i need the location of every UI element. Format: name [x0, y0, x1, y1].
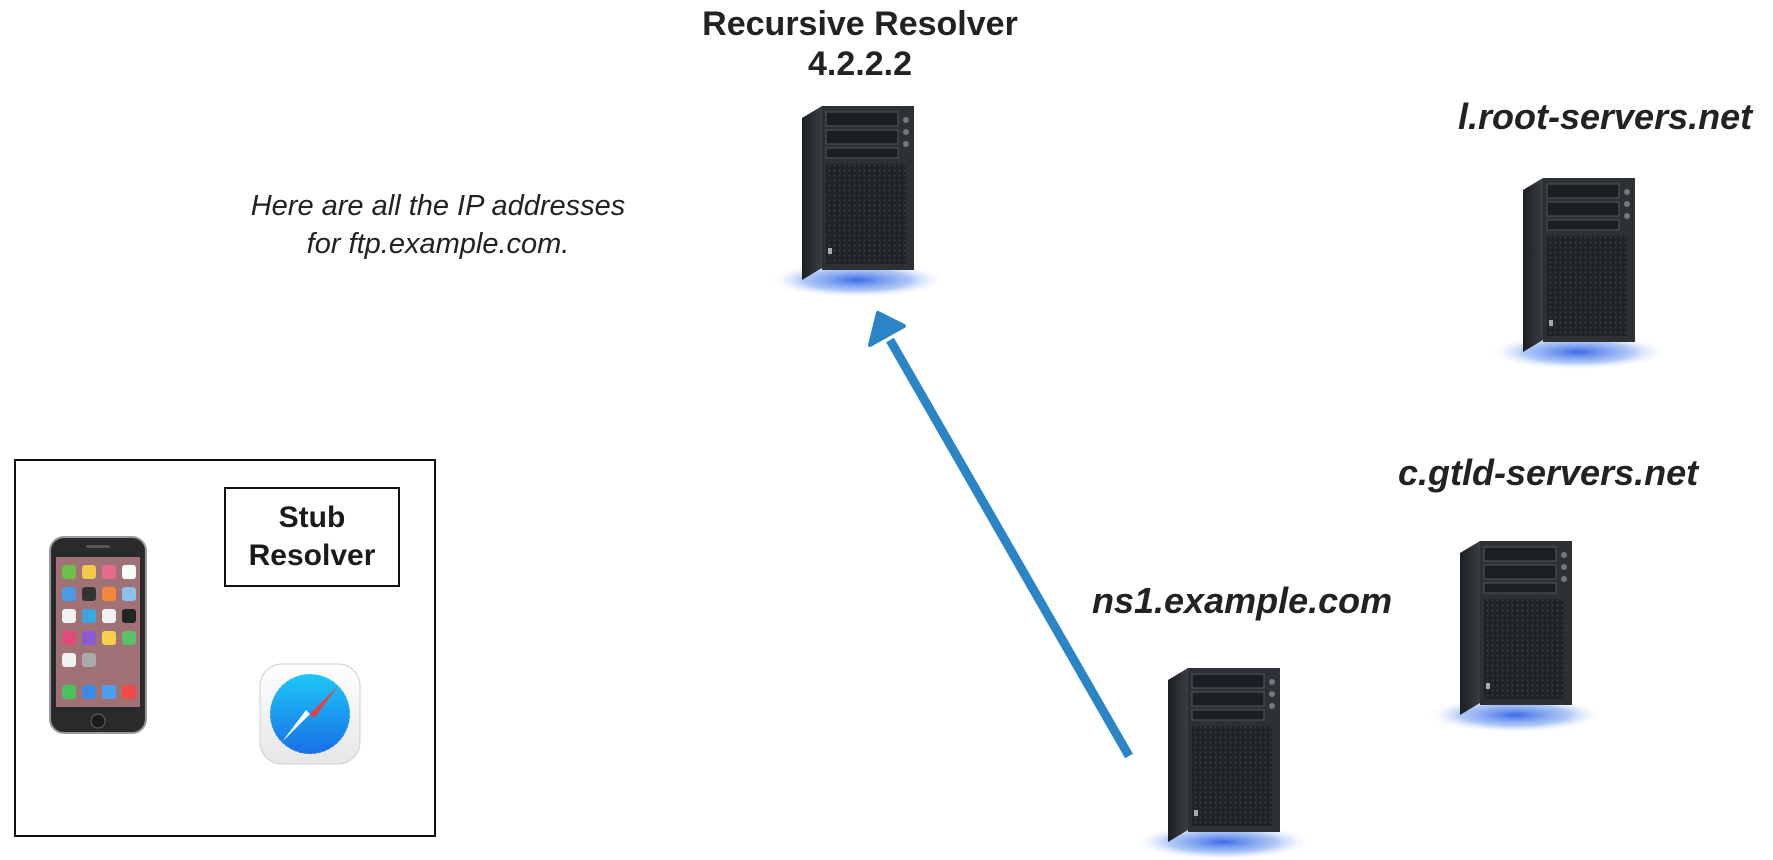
stub-label-line2: Resolver	[248, 539, 376, 572]
resolver-title: Recursive Resolver 4.2.2.2	[660, 4, 1060, 84]
stub-resolver-box: Stub Resolver	[224, 487, 400, 587]
stub-label-line1: Stub	[278, 501, 346, 534]
gtld-server-icon	[1420, 533, 1610, 743]
response-message: Here are all the IP addresses for ftp.ex…	[218, 187, 658, 263]
root-server-label: l.root-servers.net	[1458, 96, 1753, 137]
authoritative-server-icon	[1128, 660, 1318, 860]
smartphone-icon	[48, 535, 148, 740]
root-server-icon	[1483, 170, 1673, 380]
gtld-server-label: c.gtld-servers.net	[1398, 452, 1699, 493]
response-message-line2: for ftp.example.com.	[306, 228, 570, 260]
resolver-ip: 4.2.2.2	[808, 45, 912, 83]
resolver-server-icon	[762, 98, 952, 308]
authoritative-server-label: ns1.example.com	[1092, 580, 1393, 621]
resolver-name: Recursive Resolver	[702, 5, 1018, 43]
response-message-line1: Here are all the IP addresses	[250, 190, 626, 222]
safari-compass-icon	[258, 662, 362, 771]
